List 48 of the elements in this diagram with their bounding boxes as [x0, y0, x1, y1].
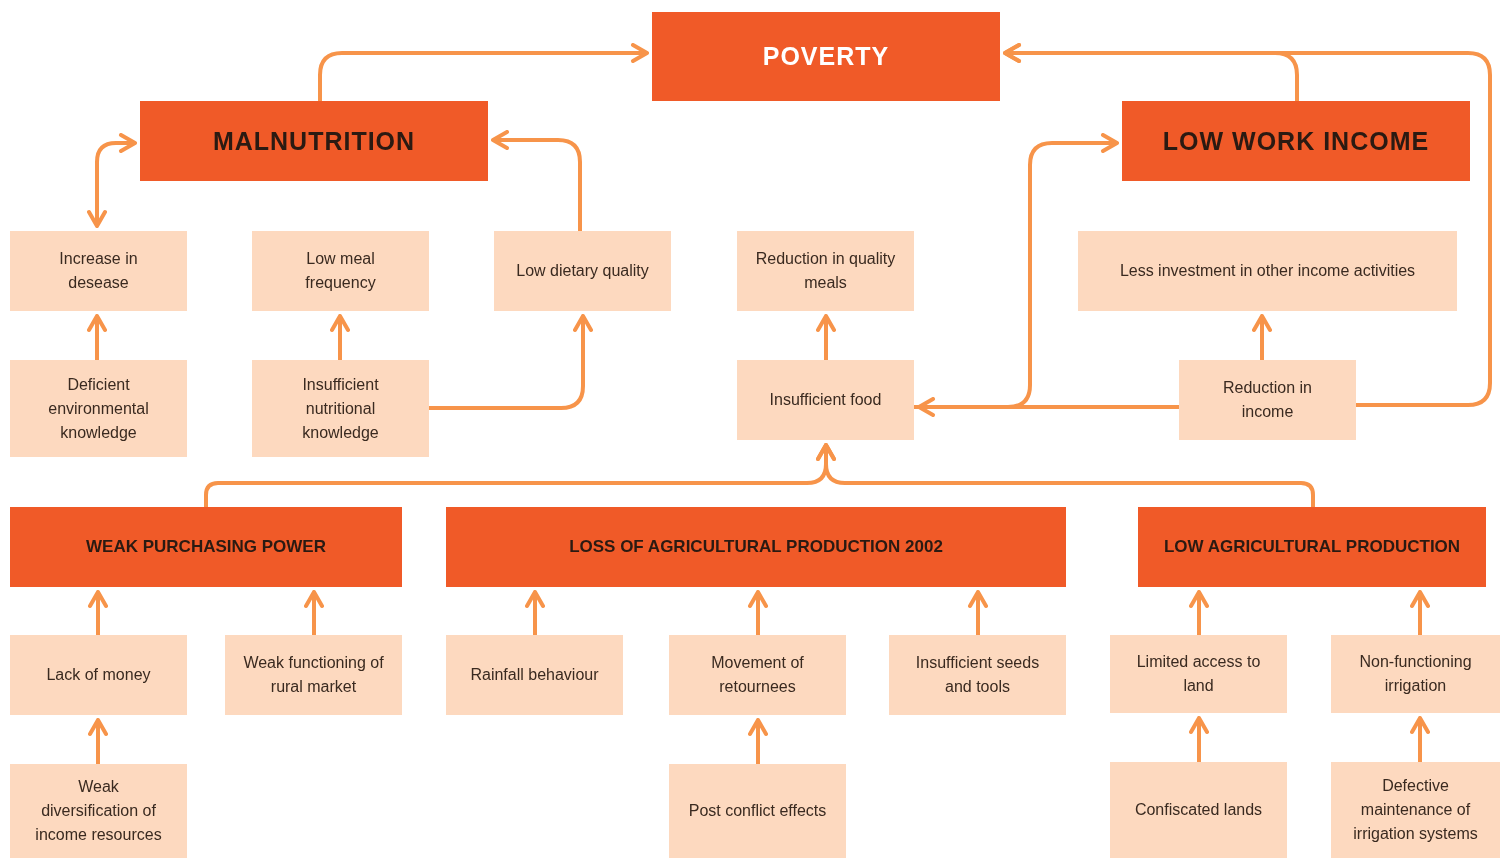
arrow	[816, 314, 836, 360]
arrow	[491, 130, 582, 231]
arrow	[525, 590, 545, 635]
arrow	[88, 590, 108, 635]
heading-box: POVERTY	[652, 12, 1000, 101]
heading-box: LOW WORK INCOME	[1122, 101, 1470, 181]
arrow	[968, 590, 988, 635]
arrow	[1252, 314, 1272, 360]
cause-box: Insufficient food	[737, 360, 914, 440]
cause-box: Movement of retournees	[669, 635, 846, 715]
arrow	[1189, 590, 1209, 635]
arrow	[429, 314, 593, 410]
category-box: LOW AGRICULTURAL PRODUCTION	[1138, 507, 1486, 587]
cause-box: Low meal frequency	[252, 231, 429, 311]
cause-box: Defective maintenance of irrigation systems	[1331, 762, 1500, 858]
arrow	[88, 718, 108, 764]
cause-box: Rainfall behaviour	[446, 635, 623, 715]
arrow	[318, 43, 649, 101]
heading-box: MALNUTRITION	[140, 101, 488, 181]
arrow	[304, 590, 324, 635]
arrow	[748, 590, 768, 635]
cause-box: Low dietary quality	[494, 231, 671, 311]
arrow	[87, 133, 137, 228]
arrow	[1410, 716, 1430, 762]
cause-box: Post conflict effects	[669, 764, 846, 858]
cause-box: Less investment in other income activities	[1078, 231, 1457, 311]
cause-box: Insufficient seeds and tools	[889, 635, 1066, 715]
arrow	[1189, 716, 1209, 762]
cause-box: Non-functioning irrigation	[1331, 635, 1500, 713]
arrow	[1410, 590, 1430, 635]
cause-box: Limited access to land	[1110, 635, 1287, 713]
cause-box: Reduction in quality meals	[737, 231, 914, 311]
arrow	[87, 314, 107, 360]
cause-box: Insufficient nutritional knowledge	[252, 360, 429, 457]
arrow	[914, 133, 1119, 409]
cause-box: Lack of money	[10, 635, 187, 715]
cause-box: Deficient environmental knowledge	[10, 360, 187, 457]
cause-box: Weak diversification of income resources	[10, 764, 187, 858]
category-box: LOSS OF AGRICULTURAL PRODUCTION 2002	[446, 507, 1066, 587]
cause-box: Confiscated lands	[1110, 762, 1287, 858]
arrow	[1003, 43, 1492, 407]
cause-box: Reduction in income	[1179, 360, 1356, 440]
arrow	[917, 397, 1179, 417]
cause-box: Increase in desease	[10, 231, 187, 311]
arrow	[748, 718, 768, 764]
category-box: WEAK PURCHASING POWER	[10, 507, 402, 587]
cause-box: Weak functioning of rural market	[225, 635, 402, 715]
arrow	[330, 314, 350, 360]
